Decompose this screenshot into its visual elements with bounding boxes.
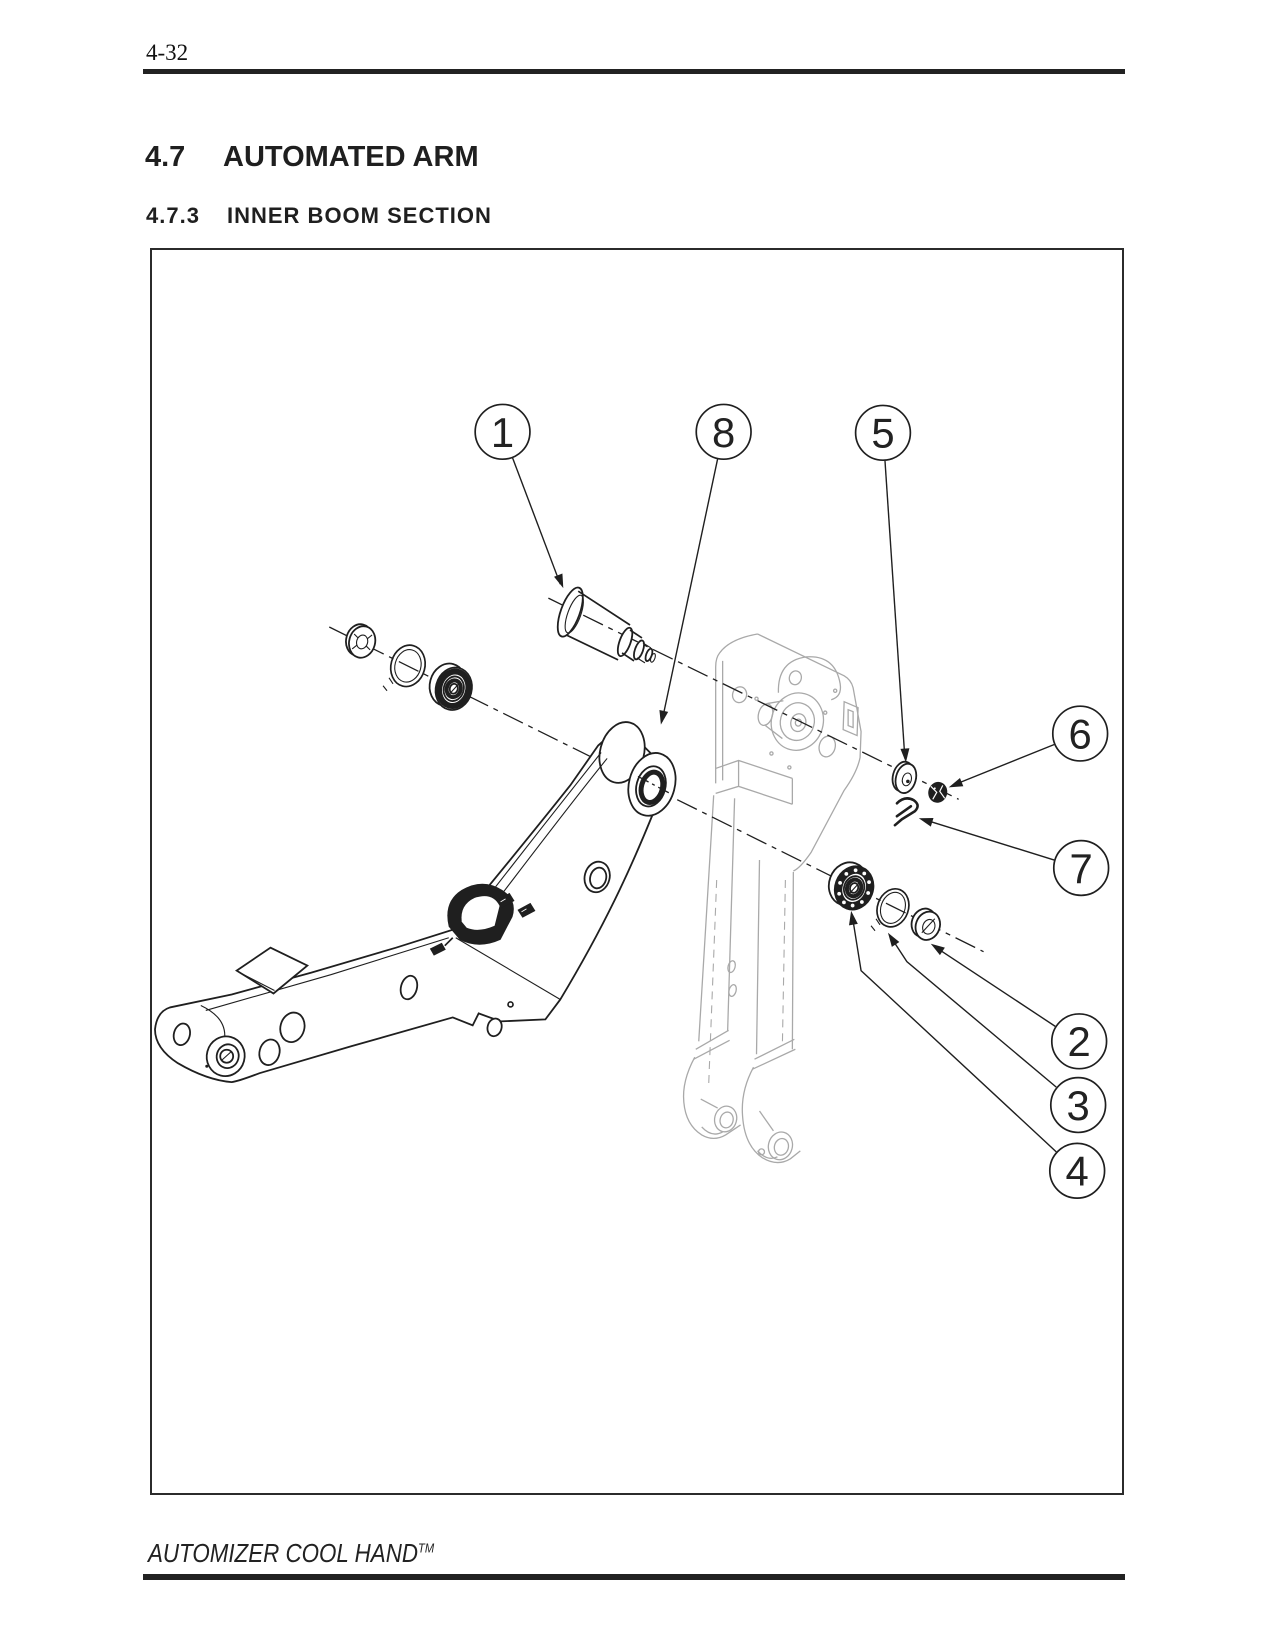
exploded-view-figure: 1 8 5 6 7 2 3 xyxy=(150,248,1124,1495)
lock-nut-part xyxy=(928,781,948,803)
callout-3-marker: 3 xyxy=(1049,1076,1107,1134)
trademark-symbol: TM xyxy=(418,1540,435,1556)
callout-8-label: 8 xyxy=(712,409,735,456)
bearing-part xyxy=(428,662,473,711)
callout-2-marker: 2 xyxy=(1050,1013,1108,1070)
footer-brand: AUTOMIZER COOL HANDTM xyxy=(148,1538,434,1569)
section-title: AUTOMATED ARM xyxy=(223,141,479,173)
section-number: 4.7 xyxy=(145,141,186,173)
callout-1-marker: 1 xyxy=(474,403,531,461)
callout-5-label: 5 xyxy=(871,410,894,457)
mast-ghost-part xyxy=(682,633,862,1164)
washer-part xyxy=(345,623,377,659)
footer-brand-text: AUTOMIZER COOL HAND xyxy=(148,1538,419,1568)
callout-6-marker: 6 xyxy=(1051,705,1109,762)
callout-6-label: 6 xyxy=(1069,711,1092,758)
pin-part xyxy=(556,586,656,664)
subsection-number: 4.7.3 xyxy=(146,203,200,228)
callout-7-marker: 7 xyxy=(1052,839,1110,897)
leader-lines xyxy=(511,457,1057,1153)
callout-1-label: 1 xyxy=(491,409,514,456)
page-number: 4-32 xyxy=(146,40,189,65)
bearing-lower-part xyxy=(827,861,875,911)
callout-2-label: 2 xyxy=(1068,1018,1091,1065)
cotter-pin-part xyxy=(893,797,919,827)
boom-arm-part xyxy=(154,721,677,1084)
thrust-washer-part xyxy=(891,760,918,794)
retaining-ring-lower-part xyxy=(868,888,910,933)
callout-8-marker: 8 xyxy=(695,403,752,461)
washer-lower-part xyxy=(910,907,941,941)
callout-4-label: 4 xyxy=(1066,1148,1089,1195)
retaining-ring-part xyxy=(380,644,427,692)
callout-5-marker: 5 xyxy=(854,404,912,462)
centerline-pin-axis xyxy=(548,597,959,800)
header-rule xyxy=(143,69,1125,74)
callout-7-label: 7 xyxy=(1070,845,1093,892)
callout-4-marker: 4 xyxy=(1048,1142,1106,1199)
callout-3-label: 3 xyxy=(1067,1082,1090,1129)
footer-rule xyxy=(143,1574,1125,1580)
subsection-title: INNER BOOM SECTION xyxy=(227,203,492,228)
